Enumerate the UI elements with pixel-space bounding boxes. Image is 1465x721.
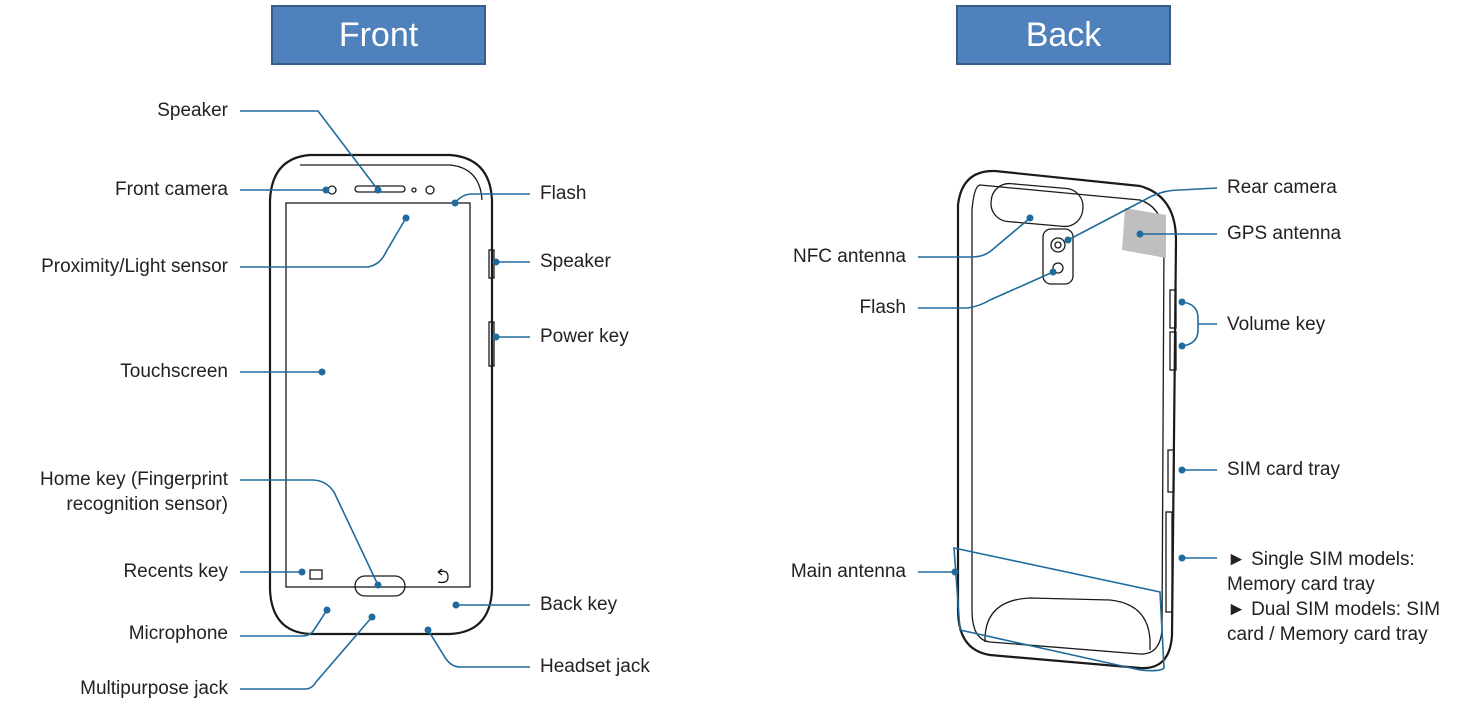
front-title: Front <box>271 5 486 65</box>
memory-card-tray-icon <box>1165 511 1173 613</box>
recents-key-icon <box>309 569 323 580</box>
main-antenna-outline <box>953 546 1165 672</box>
label-power-key: Power key <box>540 326 629 347</box>
label-flash-front: Flash <box>540 183 587 204</box>
label-nfc-antenna: NFC antenna <box>792 246 906 267</box>
label-proximity-sensor: Proximity/Light sensor <box>41 256 228 277</box>
label-home-key-line2: recognition sensor) <box>66 494 228 515</box>
label-multipurpose-jack: Multipurpose jack <box>80 678 228 699</box>
label-sim-tray: SIM card tray <box>1227 459 1340 480</box>
back-key-icon <box>437 568 449 584</box>
label-recents-key: Recents key <box>123 561 228 582</box>
label-back-key: Back key <box>540 594 618 615</box>
flash-icon <box>425 185 435 195</box>
label-front-camera: Front camera <box>115 179 228 200</box>
front-leader-lines <box>240 110 530 690</box>
label-home-key-line1: Home key (Fingerprint <box>40 469 228 490</box>
label-microphone: Microphone <box>128 623 228 644</box>
label-volume-key: Volume key <box>1227 314 1326 335</box>
label-main-antenna: Main antenna <box>790 561 906 582</box>
back-leader-lines <box>918 187 1218 576</box>
rear-camera-icon <box>1050 237 1066 253</box>
label-single-sim-line2: Memory card tray <box>1227 574 1375 595</box>
label-dual-sim-line2: card / Memory card tray <box>1227 624 1428 645</box>
sim-tray-icon <box>1167 449 1175 493</box>
rear-flash-icon <box>1052 262 1064 274</box>
proximity-sensor-icon <box>411 187 417 193</box>
label-speaker-side: Speaker <box>540 251 611 272</box>
label-gps-antenna: GPS antenna <box>1227 223 1342 244</box>
label-flash-back: Flash <box>859 297 906 318</box>
nfc-antenna-coil <box>990 182 1084 228</box>
label-rear-camera: Rear camera <box>1227 177 1337 198</box>
back-title: Back <box>956 5 1171 65</box>
label-touchscreen: Touchscreen <box>120 361 228 382</box>
volume-down-key-icon <box>1169 331 1177 371</box>
power-key-icon <box>488 321 495 367</box>
label-headset-jack: Headset jack <box>540 656 650 677</box>
camera-module <box>1042 228 1074 285</box>
label-dual-sim-line1: ► Dual SIM models: SIM <box>1227 599 1441 620</box>
home-key-icon <box>354 575 406 597</box>
front-phone-drawing <box>268 153 495 636</box>
label-single-sim-line1: ► Single SIM models: <box>1227 549 1415 570</box>
volume-up-key-icon <box>1169 289 1177 329</box>
gps-antenna-area <box>1122 208 1166 258</box>
label-speaker-top: Speaker <box>157 100 228 121</box>
back-phone-drawing <box>953 169 1178 672</box>
